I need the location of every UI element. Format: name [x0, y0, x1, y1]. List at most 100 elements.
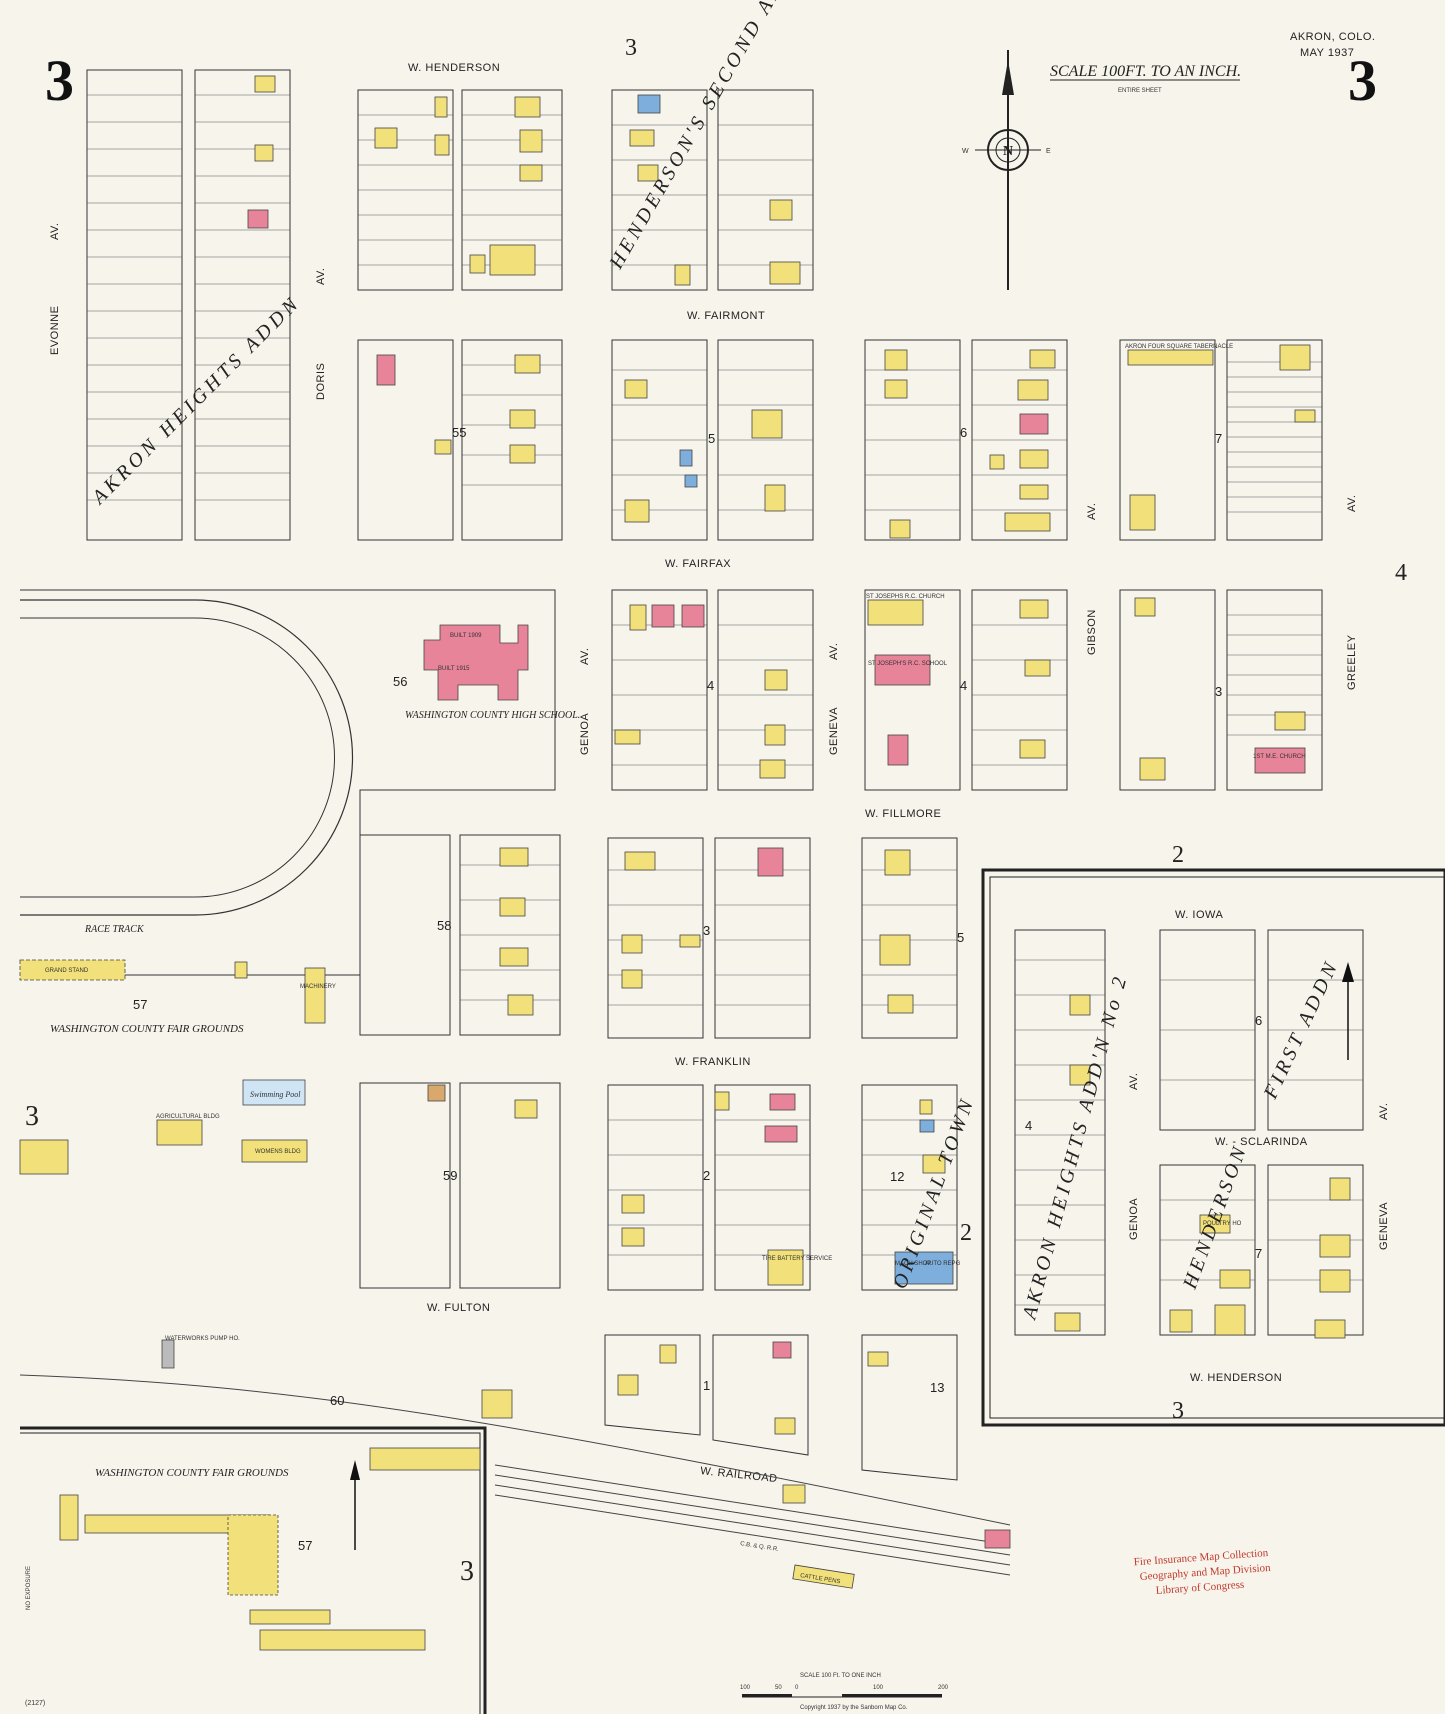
block-number-7: 7: [1215, 431, 1222, 446]
street-w-henderson: W. HENDERSON: [408, 62, 500, 74]
street-geneva-av: AV.: [828, 643, 840, 660]
street-genoa-av: AV.: [579, 648, 591, 665]
tire-battery-label: TIRE BATTERY SERVICE: [762, 1256, 832, 1262]
waterworks-label: WATERWORKS PUMP HO.: [165, 1336, 240, 1342]
block-number-1: 1: [703, 1378, 710, 1393]
block-58: [359, 834, 561, 1036]
block-number-57: 57: [133, 997, 147, 1012]
swimming-pool-label: Swimming Pool: [250, 1090, 301, 1099]
scale-title: SCALE 100FT. TO AN INCH.: [1050, 63, 1241, 80]
street-w-fulton: W. FULTON: [427, 1302, 490, 1314]
block-number-13: 13: [930, 1380, 944, 1395]
scale-bar-label: SCALE 100 Ft. TO ONE INCH: [800, 1673, 881, 1679]
block-number-5b: 5: [957, 930, 964, 945]
block-7-tabernacle: [1119, 339, 1323, 541]
block-number-60: 60: [330, 1393, 344, 1408]
street-evonne: EVONNE: [49, 306, 61, 355]
womens-bldg-label: WOMENS BLDG: [255, 1149, 301, 1155]
block-13: [861, 1334, 958, 1481]
block-number-57-inset: 57: [298, 1538, 312, 1553]
sheet-number-right: 3: [1348, 48, 1377, 113]
block-59: [359, 1082, 561, 1289]
st-josephs-school-label: ST JOSEPH'S R.C. SCHOOL: [868, 661, 948, 667]
block-number-12: 12: [890, 1169, 904, 1184]
block-3-franklin: [607, 837, 811, 1039]
akron-heights-addn-label: AKRON HEIGHTS ADDN: [87, 291, 305, 509]
sheet-ref-inset-top: 2: [1172, 842, 1184, 868]
block-number-59: 59: [443, 1168, 457, 1183]
me-church-label: 1ST M.E. CHURCH: [1253, 754, 1306, 760]
fair-grounds-area: [19, 959, 326, 1175]
race-track-inner: [20, 617, 335, 898]
block-hendersons-second: [611, 89, 814, 291]
st-josephs-church-label: ST JOSEPHS R.C. CHURCH: [866, 594, 945, 600]
street-w-iowa: W. IOWA: [1175, 909, 1223, 921]
street-greeley: GREELEY: [1346, 634, 1358, 690]
fair-grounds-inset-label: WASHINGTON COUNTY FAIR GROUNDS: [95, 1467, 289, 1479]
built-1909-label: BUILT 1909: [450, 633, 482, 639]
scale-bar: SCALE 100 Ft. TO ONE INCH 100 50 0 100 2…: [740, 1673, 949, 1711]
street-w-railroad: W. RAILROAD: [700, 1465, 778, 1485]
scale-tick-100b: 100: [873, 1685, 884, 1691]
street-w-fillmore: W. FILLMORE: [865, 808, 941, 820]
block-number-55: 55: [452, 425, 466, 440]
street-gibson-av: AV.: [1086, 503, 1098, 520]
street-genoa: GENOA: [579, 713, 591, 755]
block-number-4b: 4: [960, 678, 967, 693]
fair-grounds-inset: [20, 1426, 487, 1714]
block-number-7-inset: 7: [1255, 1246, 1262, 1261]
scale-note: ENTIRE SHEET: [1118, 88, 1162, 94]
stamp-line-3: Library of Congress: [1155, 1579, 1244, 1597]
footer-left: (2127): [25, 1700, 45, 1707]
sheet-ref-inset-bottom: 3: [1172, 1398, 1184, 1424]
block-number-4a: 4: [707, 678, 714, 693]
first-addn-label: FIRST ADDN: [1259, 956, 1343, 1103]
street-genoa-inset: GENOA: [1128, 1198, 1140, 1240]
copyright: Copyright 1937 by the Sanborn Map Co.: [800, 1705, 908, 1711]
street-w-franklin: W. FRANKLIN: [675, 1056, 751, 1068]
scale-tick-200: 200: [938, 1685, 949, 1691]
block-number-3a: 3: [1215, 684, 1222, 699]
akron-heights-2-label: AKRON HEIGHTS ADD'N No 2: [1018, 971, 1132, 1323]
block-6-original: [864, 339, 1068, 541]
compass-n: N: [1003, 144, 1013, 159]
block-4-st-josephs: [864, 589, 1068, 791]
street-doris: DORIS: [315, 363, 327, 400]
sheet-ref-right: 4: [1395, 560, 1407, 586]
sheet-ref-inset-side: 2: [960, 1220, 972, 1246]
block-number-6-inset: 6: [1255, 1013, 1262, 1028]
street-w-sclarinda: W. - SCLARINDA: [1215, 1136, 1308, 1148]
race-track-label: RACE TRACK: [84, 924, 145, 935]
mach-shop-label: MACH SHOP: [895, 1261, 931, 1267]
block-evonne-west: [86, 69, 291, 541]
scale-tick-100a: 100: [740, 1685, 751, 1691]
sheet-ref-top: 3: [625, 35, 637, 61]
block-number-2a: 2: [703, 1168, 710, 1183]
block-12: [861, 1084, 958, 1291]
high-school-block-56: [20, 589, 556, 976]
block-5-fillmore: [861, 837, 958, 1039]
map-date: MAY 1937: [1300, 47, 1354, 59]
high-school-label: WASHINGTON COUNTY HIGH SCHOOL.: [405, 710, 580, 721]
street-doris-av: AV.: [315, 268, 327, 285]
block-2-franklin: [607, 1084, 811, 1291]
agricultural-bldg-label: AGRICULTURAL BLDG: [156, 1114, 220, 1120]
block-4-genoa: [611, 589, 814, 791]
street-gibson: GIBSON: [1086, 609, 1098, 655]
tabernacle-label: AKRON FOUR SQUARE TABERNACLE: [1125, 344, 1233, 350]
block-55: [357, 339, 563, 541]
library-stamp: Fire Insurance Map Collection Geography …: [1133, 1547, 1271, 1597]
sheet-ref-left: 3: [25, 1101, 39, 1132]
street-av-inset: AV.: [1128, 1073, 1140, 1090]
no-exposure-label: NO EXPOSURE: [26, 1566, 32, 1610]
poultry-ho-label: POULTRY HO: [1203, 1221, 1242, 1227]
sheet-number-left: 3: [45, 48, 74, 113]
fair-grounds-label: WASHINGTON COUNTY FAIR GROUNDS: [50, 1023, 244, 1035]
cbq-rr-label: C.B. & Q. R.R.: [740, 1541, 780, 1553]
block-5-original: [611, 339, 814, 541]
railroad-tracks: [19, 1339, 1011, 1589]
street-w-fairmont: W. FAIRMONT: [687, 310, 765, 322]
street-w-henderson-inset: W. HENDERSON: [1190, 1372, 1282, 1384]
grand-stand-label: GRAND STAND: [45, 968, 89, 974]
